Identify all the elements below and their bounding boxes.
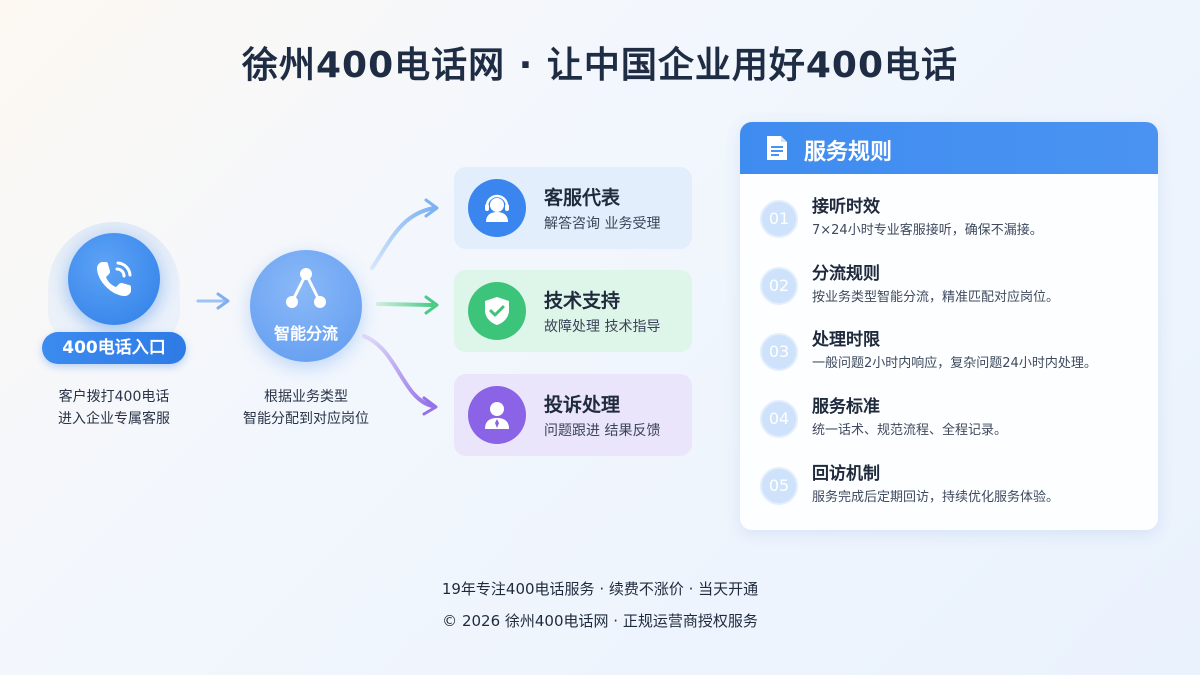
document-icon [767, 136, 787, 160]
branch-icon [286, 268, 326, 308]
headset-agent-icon [468, 179, 526, 237]
entry-caption-line: 进入企业专属客服 [58, 411, 170, 427]
rule-item: 04 服务标准 统一话术、规范流程、全程记录。 [740, 392, 1158, 452]
shield-check-icon [468, 282, 526, 340]
rule-item: 02 分流规则 按业务类型智能分流，精准匹配对应岗位。 [740, 259, 1158, 319]
person-tie-icon [468, 386, 526, 444]
role-subtitle: 故障处理 技术指导 [544, 319, 661, 335]
rule-desc: 按业务类型智能分流，精准匹配对应岗位。 [812, 290, 1060, 305]
role-card-complaints: 投诉处理 问题跟进 结果反馈 [454, 374, 692, 456]
entry-caption-line: 客户拨打400电话 [58, 389, 170, 405]
panel-header: 服务规则 [740, 122, 1158, 174]
rule-number: 03 [760, 333, 798, 371]
role-card-tech-support: 技术支持 故障处理 技术指导 [454, 270, 692, 352]
rule-number: 04 [760, 400, 798, 438]
rule-item: 03 处理时限 一般问题2小时内响应，复杂问题24小时内处理。 [740, 325, 1158, 385]
service-rules-panel: 服务规则 01 接听时效 7×24小时专业客服接听，确保不漏接。 02 分流规则… [740, 122, 1158, 530]
entry-caption: 客户拨打400电话 进入企业专属客服 [24, 386, 204, 430]
rule-desc: 服务完成后定期回访，持续优化服务体验。 [812, 490, 1060, 505]
role-subtitle: 问题跟进 结果反馈 [544, 423, 661, 439]
footer-tagline: 19年专注400电话服务 · 续费不涨价 · 当天开通 [441, 580, 759, 598]
rule-desc: 7×24小时专业客服接听，确保不漏接。 [812, 223, 1043, 238]
rule-title: 接听时效 [812, 197, 880, 217]
role-title: 客服代表 [544, 187, 621, 209]
smart-routing-hub: 智能分流 [250, 250, 362, 362]
hub-caption: 根据业务类型 智能分配到对应岗位 [216, 386, 396, 430]
rule-item: 01 接听时效 7×24小时专业客服接听，确保不漏接。 [740, 192, 1158, 252]
role-title: 投诉处理 [544, 394, 621, 416]
rule-item: 05 回访机制 服务完成后定期回访，持续优化服务体验。 [740, 459, 1158, 519]
rule-title: 服务标准 [812, 397, 880, 417]
entry-label: 400电话入口 [42, 332, 186, 364]
rule-desc: 一般问题2小时内响应，复杂问题24小时内处理。 [812, 356, 1097, 371]
role-subtitle: 解答咨询 业务受理 [544, 216, 661, 232]
rule-number: 01 [760, 200, 798, 238]
rule-title: 处理时限 [812, 330, 880, 350]
panel-title: 服务规则 [804, 140, 893, 165]
rule-title: 分流规则 [812, 264, 880, 284]
rule-desc: 统一话术、规范流程、全程记录。 [812, 423, 1008, 438]
hub-caption-line: 智能分配到对应岗位 [243, 411, 369, 427]
footer-copyright: © 2026 徐州400电话网 · 正规运营商授权服务 [442, 612, 758, 630]
rule-title: 回访机制 [812, 464, 880, 484]
rule-number: 02 [760, 267, 798, 305]
role-title: 技术支持 [544, 290, 621, 312]
role-card-customer-service: 客服代表 解答咨询 业务受理 [454, 167, 692, 249]
phone-icon [68, 233, 160, 325]
page-title: 徐州400电话网 · 让中国企业用好400电话 [241, 45, 959, 86]
hub-label: 智能分流 [273, 324, 338, 343]
rule-number: 05 [760, 467, 798, 505]
hub-caption-line: 根据业务类型 [264, 389, 348, 405]
